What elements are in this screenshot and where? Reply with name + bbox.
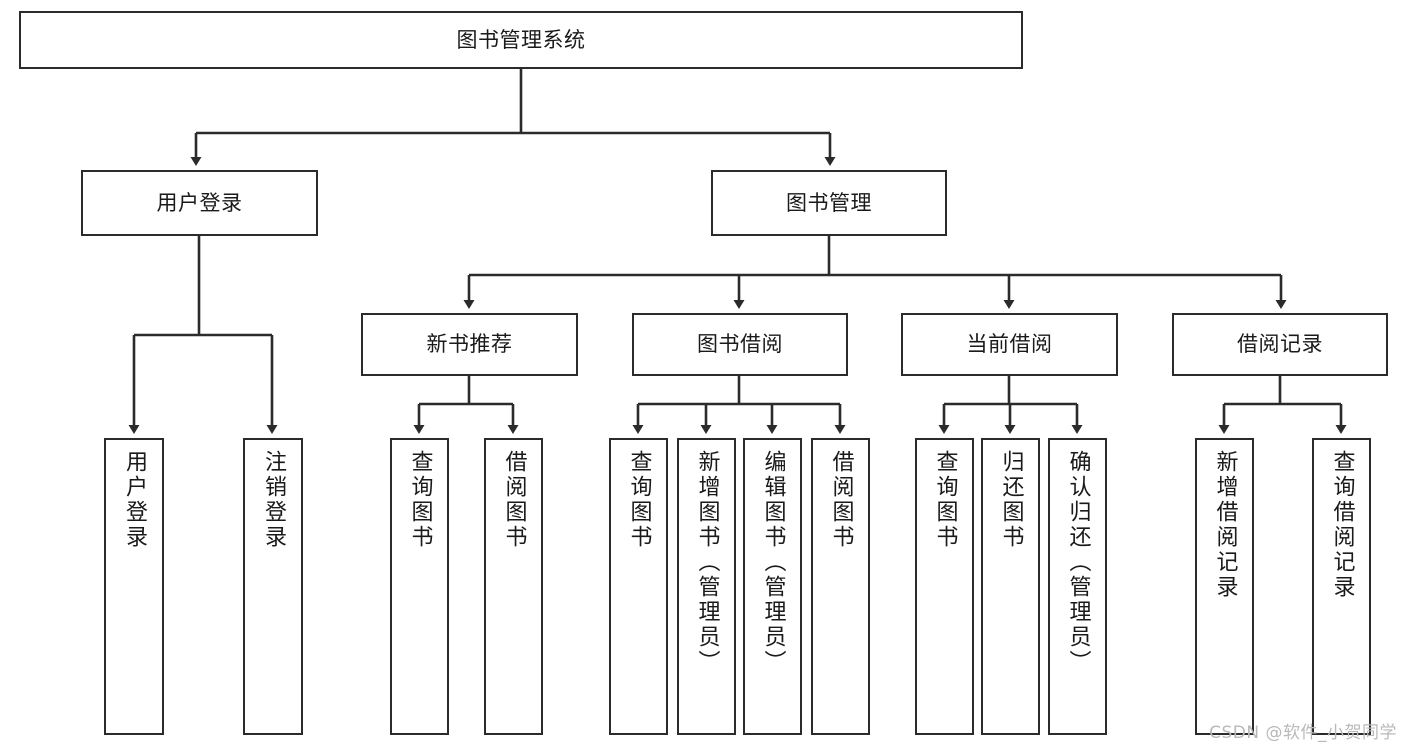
leaf-current-borrow-return-book[interactable]: 归还图书 <box>981 438 1040 735</box>
leaf-book-borrow-edit-book[interactable]: 编辑图书（管理员） <box>743 438 802 735</box>
node-book-borrow[interactable]: 图书借阅 <box>632 313 848 376</box>
leaf-borrow-record-add-record[interactable]: 新增借阅记录 <box>1195 438 1254 735</box>
leaf-current-borrow-confirm-return[interactable]: 确认归还（管理员） <box>1048 438 1107 735</box>
node-root[interactable]: 图书管理系统 <box>19 11 1023 69</box>
leaf-borrow-record-query-record[interactable]: 查询借阅记录 <box>1312 438 1371 735</box>
node-borrow-record-label: 借阅记录 <box>1237 332 1323 357</box>
leaf-user-login-login[interactable]: 用户登录 <box>104 438 164 735</box>
leaf-label: 编辑图书（管理员） <box>760 450 786 675</box>
leaf-label: 归还图书 <box>998 450 1024 550</box>
node-book-management[interactable]: 图书管理 <box>711 170 947 236</box>
leaf-new-book-query-book[interactable]: 查询图书 <box>390 438 449 735</box>
leaf-label: 查询图书 <box>626 450 652 550</box>
leaf-label: 查询图书 <box>932 450 958 550</box>
leaf-label: 查询借阅记录 <box>1329 450 1355 600</box>
node-new-book-recommend-label: 新书推荐 <box>426 332 513 357</box>
leaf-current-borrow-query-book[interactable]: 查询图书 <box>915 438 974 735</box>
node-borrow-record[interactable]: 借阅记录 <box>1172 313 1388 376</box>
leaf-label: 用户登录 <box>122 450 147 550</box>
leaf-user-login-logout[interactable]: 注销登录 <box>243 438 303 735</box>
node-root-label: 图书管理系统 <box>456 27 586 52</box>
leaf-book-borrow-add-book[interactable]: 新增图书（管理员） <box>677 438 736 735</box>
node-current-borrow-label: 当前借阅 <box>966 332 1053 357</box>
node-current-borrow[interactable]: 当前借阅 <box>901 313 1118 376</box>
leaf-label: 新增图书（管理员） <box>694 450 720 675</box>
node-user-login[interactable]: 用户登录 <box>81 170 318 236</box>
leaf-label: 注销登录 <box>261 450 286 550</box>
watermark: CSDN @软件_小贺同学 <box>1209 723 1397 743</box>
node-book-management-label: 图书管理 <box>786 190 872 215</box>
leaf-book-borrow-borrow-book[interactable]: 借阅图书 <box>811 438 870 735</box>
leaf-book-borrow-query-book[interactable]: 查询图书 <box>609 438 668 735</box>
leaf-label: 新增借阅记录 <box>1212 450 1238 600</box>
leaf-label: 借阅图书 <box>501 450 527 550</box>
leaf-label: 借阅图书 <box>828 450 854 550</box>
node-book-borrow-label: 图书借阅 <box>697 332 783 357</box>
node-new-book-recommend[interactable]: 新书推荐 <box>361 313 578 376</box>
leaf-label: 确认归还（管理员） <box>1065 450 1091 675</box>
node-user-login-label: 用户登录 <box>156 190 243 215</box>
leaf-new-book-borrow-book[interactable]: 借阅图书 <box>484 438 543 735</box>
leaf-label: 查询图书 <box>407 450 433 550</box>
